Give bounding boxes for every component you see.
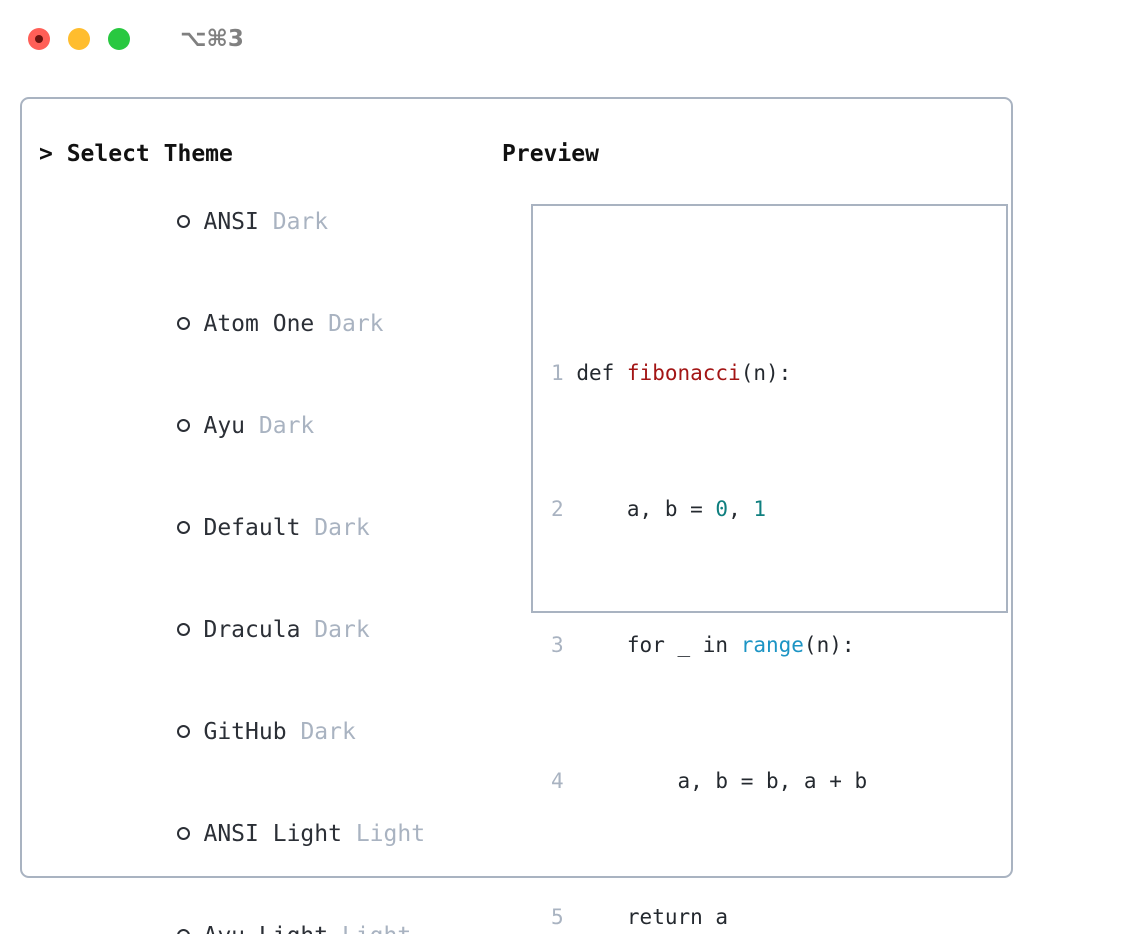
theme-name: Ayu Light: [203, 923, 328, 934]
preview-box: 1 def fibonacci(n): 2 a, b = 0, 1 3 for …: [531, 204, 1008, 929]
code-token: (n):: [740, 361, 792, 385]
theme-variant: Light: [342, 923, 411, 934]
theme-variant: Dark: [314, 617, 370, 643]
radio-unselected-icon[interactable]: [177, 409, 203, 443]
line-number: 3: [551, 633, 564, 657]
code-line: 1 def fibonacci(n):: [551, 356, 892, 390]
theme-list-item[interactable]: Ayu Light Light: [39, 885, 479, 934]
code-token: def: [563, 361, 627, 385]
theme-list-item[interactable]: ANSI Light Light: [39, 783, 479, 885]
theme-list-item[interactable]: GitHub Dark: [39, 681, 479, 783]
code-token-builtin: range: [740, 633, 804, 657]
theme-name: Dracula: [203, 617, 301, 643]
radio-unselected-icon[interactable]: [177, 613, 203, 647]
code-line: 3 for _ in range(n):: [551, 628, 892, 662]
radio-unselected-icon[interactable]: [177, 511, 203, 545]
code-token-number: 1: [753, 497, 767, 521]
radio-unselected-icon[interactable]: [177, 919, 203, 934]
code-token-function: fibonacci: [626, 361, 741, 385]
theme-list-item[interactable]: ANSI Dark: [39, 171, 479, 273]
theme-name: ANSI Light: [203, 821, 342, 847]
theme-variant: Dark: [314, 515, 370, 541]
close-button-icon[interactable]: [28, 28, 50, 50]
line-number: 1: [551, 361, 564, 385]
code-line: 5 return a: [551, 900, 892, 934]
code-token: for _ in: [563, 633, 741, 657]
code-token: a, b =: [563, 497, 716, 521]
maximize-button-icon[interactable]: [108, 28, 130, 50]
code-token: a, b = b, a + b: [563, 769, 868, 793]
theme-list-item[interactable]: Ayu Dark: [39, 375, 479, 477]
minimize-button-icon[interactable]: [68, 28, 90, 50]
window-title: ⌥⌘3: [180, 26, 244, 52]
theme-list: ANSI Dark Atom One Dark Ayu Dark Default…: [39, 171, 479, 934]
theme-variant: Light: [355, 821, 426, 847]
theme-selector-column: > Select Theme ANSI Dark Atom One Dark A…: [39, 137, 479, 934]
preview-heading: Preview: [502, 141, 599, 167]
theme-list-item[interactable]: Dracula Dark: [39, 579, 479, 681]
radio-unselected-icon[interactable]: [177, 307, 203, 341]
title-bar: ⌥⌘3: [0, 0, 1140, 78]
theme-list-item[interactable]: Default Dark: [39, 477, 479, 579]
line-number: 2: [551, 497, 564, 521]
theme-name: Ayu: [203, 413, 246, 439]
radio-unselected-icon[interactable]: [177, 817, 203, 851]
line-number: 5: [551, 905, 564, 929]
code-token: ,: [728, 497, 754, 521]
code-preview: 1 def fibonacci(n): 2 a, b = 0, 1 3 for …: [551, 254, 892, 934]
main-panel: > Select Theme ANSI Dark Atom One Dark A…: [20, 97, 1013, 934]
theme-name: Atom One: [203, 311, 315, 337]
code-line: 2 a, b = 0, 1: [551, 492, 892, 526]
theme-list-item[interactable]: Atom One Dark: [39, 273, 479, 375]
theme-variant: Dark: [258, 413, 315, 439]
theme-name: GitHub: [203, 719, 287, 745]
theme-variant: Dark: [272, 209, 329, 235]
window-controls: [28, 28, 130, 50]
select-theme-heading: > Select Theme: [39, 141, 233, 167]
theme-variant: Dark: [300, 719, 356, 745]
code-token-number: 0: [715, 497, 729, 521]
radio-unselected-icon[interactable]: [177, 205, 203, 239]
theme-name: Default: [203, 515, 301, 541]
line-number: 4: [551, 769, 564, 793]
preview-column: Preview 1 def fibonacci(n): 2 a, b = 0, …: [502, 137, 1008, 929]
code-line: 4 a, b = b, a + b: [551, 764, 892, 798]
code-token: (n):: [803, 633, 855, 657]
code-token: return a: [563, 905, 729, 929]
radio-unselected-icon[interactable]: [177, 715, 203, 749]
theme-variant: Dark: [328, 311, 384, 337]
theme-name: ANSI: [203, 209, 259, 235]
